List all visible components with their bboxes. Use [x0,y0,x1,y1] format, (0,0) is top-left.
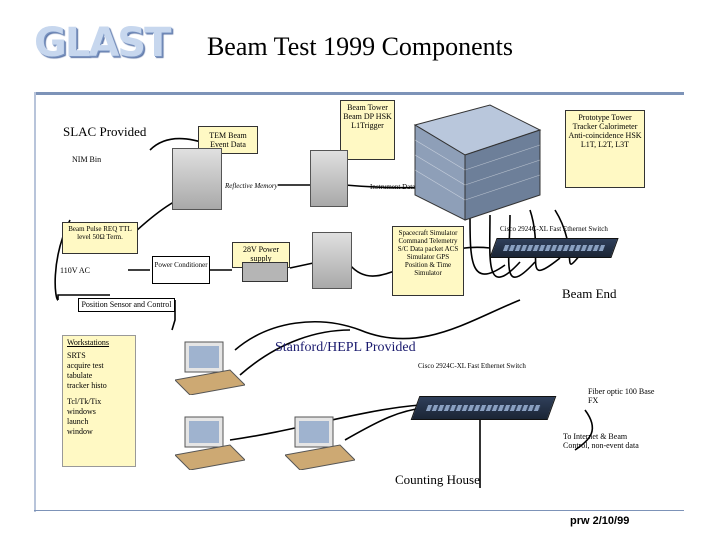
glast-logo: GLAST [34,20,171,82]
slac-provided-label: SLAC Provided [63,124,147,139]
instrument-bus-label: Instrument Data Bus [370,183,428,191]
workstations-block-2: Tcl/Tk/Tix windows launch window [67,397,102,436]
spacecraft-pc [312,232,352,289]
glast-logo-text: GLAST [34,20,171,66]
workstations-block-1: SRTS acquire test tabulate tracker histo [67,351,107,390]
workstation-3 [283,415,357,471]
wire-ws-1 [239,329,351,376]
beam-end-label: Beam End [562,286,617,301]
wire-position-1 [57,294,110,300]
wire-bundle-4 [529,209,561,272]
switch-counting-house [410,396,557,420]
header-divider [34,92,684,95]
power-supply-unit [242,262,288,282]
footer-credit: prw 2/10/99 [570,515,630,527]
nim-bin-label: NIM Bin [72,155,102,164]
nim-rack [172,148,222,210]
internet-label: To Internet & Beam Control, non-event da… [563,432,639,450]
prototype-tower-box: Prototype Tower Tracker Calorimeter Anti… [565,110,645,188]
position-sensor-box: Position Sensor and Control [78,298,175,312]
wire-internet [574,409,594,451]
switch-house-label: Cisco 2924C-XL Fast Ethernet Switch [418,362,526,370]
wire-long [234,299,521,351]
reflective-memory-label: Reflective Memory [225,182,278,190]
spacecraft-sim-box: Spacecraft Simulator Command Telemetry S… [392,226,464,296]
beam-tower-pc [310,150,348,207]
page-title: Beam Test 1999 Components [206,32,514,61]
workstations-header: Workstations [67,338,110,347]
beam-tower-box: Beam Tower Beam DP HSK L1Trigger [340,100,395,160]
counting-house-label: Counting House [395,472,480,487]
power-conditioner-box: Power Conditioner [152,256,210,284]
prototype-tower-drawing [395,100,545,225]
switch-beam-end [489,238,619,258]
stanford-provided-label: Stanford/HEPL Provided [275,340,416,355]
ac-label: 110V AC [60,266,91,275]
wire-bundle-1 [469,214,506,275]
workstation-1 [173,340,247,396]
beam-pulse-box: Beam Pulse REQ TTL level 50Ω Term. [62,222,138,254]
left-margin-rule [34,92,36,512]
workstation-2 [173,415,247,471]
footer-divider [34,510,684,511]
workstations-panel: Workstations SRTS acquire test tabulate … [62,335,136,467]
wire-bundle-3 [507,214,536,278]
wire-position-2 [171,300,176,331]
switch-beam-label: Cisco 2924C-XL Fast Ethernet Switch [500,225,608,233]
fiber-label: Fiber optic 100 Base FX [588,387,655,405]
